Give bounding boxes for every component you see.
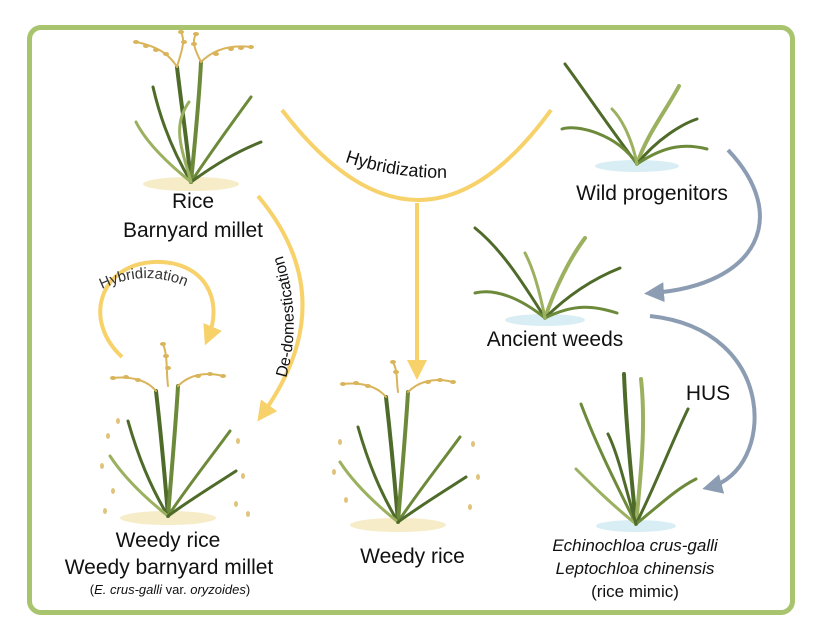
hybridization-left-label: Hybridization [97, 265, 191, 293]
de-domestication-label: De-domestication [270, 254, 298, 379]
barnyard-millet-label: Barnyard millet [122, 219, 264, 242]
weedy-rice-center-ground-disc [350, 518, 446, 532]
wild-to-ancient-arrow [644, 148, 762, 303]
weedy-rice-left-label: Weedy rice [115, 529, 221, 552]
rice-label: Rice [171, 190, 214, 213]
weedy-rice-center-illustration [332, 360, 480, 524]
de-domestication-arrow [256, 194, 305, 422]
hybridization-top-label: Hybridization [344, 146, 448, 181]
ancient-to-mimic-arrow [649, 314, 757, 494]
ancient-weeds-label: Ancient weeds [486, 328, 624, 351]
ancient-weed-illustration [473, 226, 622, 320]
weedy-rice-center-label: Weedy rice [360, 545, 465, 568]
wild-progenitor-illustration [560, 62, 709, 166]
rice-plant-illustration [133, 30, 263, 184]
hybridization-curve-top [280, 108, 553, 202]
rice-mimic-label: (rice mimic) [591, 582, 679, 601]
wild-progenitors-label: Wild progenitors [576, 182, 728, 205]
leptochloa-label: Leptochloa chinensis [555, 559, 715, 578]
rice-mimic-illustration [574, 372, 698, 526]
hus-label: HUS [685, 382, 731, 405]
diagram-frame [27, 25, 795, 615]
echinochloa-label: Echinochloa crus-galli [552, 536, 718, 555]
ancient-weed-water-disc [505, 314, 585, 326]
weedy-barnyard-millet-label: Weedy barnyard millet [64, 556, 274, 579]
wild-progenitor-water-disc [595, 160, 679, 172]
variety-note-label: (E. crus-galli var. oryzoides) [89, 582, 251, 597]
hybridization-loop-left [98, 259, 222, 359]
weedy-rice-left-illustration [100, 342, 250, 518]
